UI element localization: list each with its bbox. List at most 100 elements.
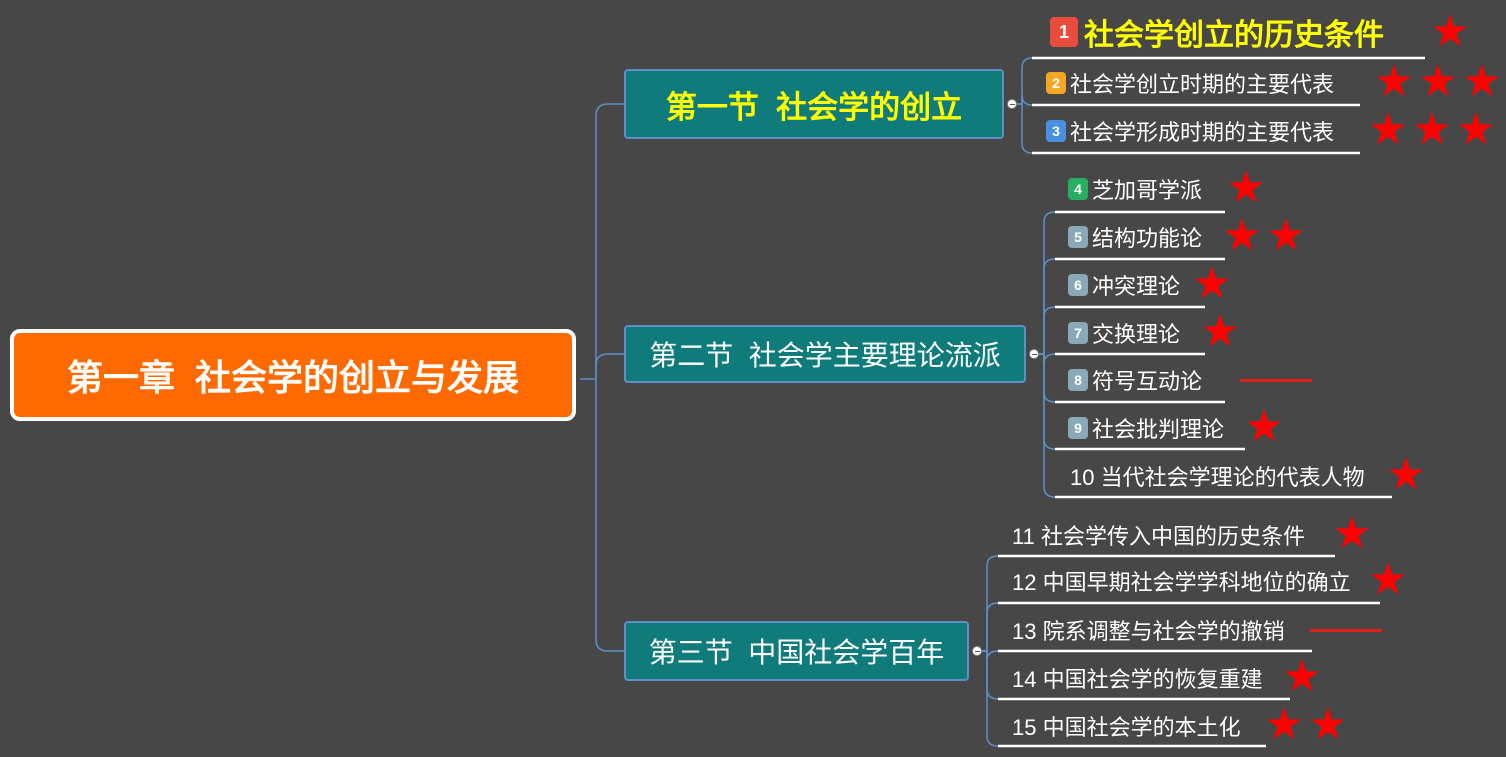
topic-label: 社会学形成时期的主要代表 bbox=[1070, 120, 1335, 145]
priority-badge: 4 bbox=[1068, 178, 1088, 200]
star-icon: ★ bbox=[1462, 57, 1502, 106]
topic-label: 15 中国社会学的本土化 bbox=[1012, 715, 1241, 740]
priority-badge: 5 bbox=[1068, 226, 1088, 248]
importance-rating: ★★ bbox=[1220, 214, 1308, 258]
topic-label: 社会学创立时期的主要代表 bbox=[1070, 72, 1335, 97]
topic-item-15[interactable]: 15 中国社会学的本土化 bbox=[1012, 711, 1241, 741]
branch-line-section-3 bbox=[595, 379, 624, 652]
star-icon: ★ bbox=[1266, 211, 1306, 260]
importance-rating: ★ bbox=[1242, 405, 1286, 449]
branch-line-section-2 bbox=[595, 353, 624, 379]
priority-badge: 6 bbox=[1068, 274, 1088, 296]
branch-line-item-3 bbox=[1017, 103, 1033, 154]
topic-label: 12 中国早期社会学学科地位的确立 bbox=[1012, 570, 1351, 595]
root-topic[interactable]: 第一章 社会学的创立与发展 bbox=[10, 329, 576, 421]
importance-rating: ★ bbox=[1190, 262, 1234, 306]
section-1-topic[interactable]: 第一节 社会学的创立 bbox=[624, 69, 1004, 139]
topic-label: 符号互动论 bbox=[1092, 369, 1203, 394]
importance-rating: ★★★ bbox=[1372, 60, 1504, 104]
topic-label: 社会学创立的历史条件 bbox=[1084, 19, 1384, 52]
priority-badge: 2 bbox=[1046, 72, 1066, 94]
topic-label: 冲突理论 bbox=[1092, 274, 1181, 299]
importance-rating: ★★ bbox=[1262, 703, 1350, 747]
branch-line-item-1 bbox=[1017, 57, 1033, 105]
star-icon: ★ bbox=[1374, 57, 1414, 106]
star-icon: ★ bbox=[1244, 402, 1284, 451]
branch-line-section-1 bbox=[595, 103, 624, 379]
topic-label: 14 中国社会学的恢复重建 bbox=[1012, 667, 1263, 692]
topic-label: 10 当代社会学理论的代表人物 bbox=[1070, 465, 1365, 490]
branch-line-item-14 bbox=[982, 650, 999, 700]
importance-rating: ★ bbox=[1384, 453, 1428, 497]
priority-badge: 8 bbox=[1068, 369, 1088, 391]
topic-item-10[interactable]: 10 当代社会学理论的代表人物 bbox=[1070, 461, 1365, 491]
topic-item-12[interactable]: 12 中国早期社会学学科地位的确立 bbox=[1012, 566, 1351, 596]
collapse-toggle-section-1[interactable] bbox=[1007, 99, 1017, 109]
collapse-toggle-section-3[interactable] bbox=[972, 646, 982, 656]
branch-line-item-2 bbox=[1017, 94, 1033, 106]
topic-item-14[interactable]: 14 中国社会学的恢复重建 bbox=[1012, 663, 1263, 693]
dash-mark bbox=[1240, 379, 1312, 382]
star-icon: ★ bbox=[1368, 555, 1408, 604]
priority-badge: 7 bbox=[1068, 322, 1088, 344]
branch-line-item-10 bbox=[1039, 353, 1056, 498]
branch-line-item-6 bbox=[1039, 306, 1056, 355]
topic-label: 社会批判理论 bbox=[1092, 417, 1225, 442]
branch-line-item-15 bbox=[982, 650, 999, 747]
importance-rating: ★ bbox=[1198, 310, 1242, 354]
star-icon: ★ bbox=[1264, 700, 1304, 749]
topic-label: 13 院系调整与社会学的撤销 bbox=[1012, 619, 1285, 644]
collapse-toggle-section-2[interactable] bbox=[1029, 349, 1039, 359]
importance-rating bbox=[1310, 629, 1382, 632]
star-icon: ★ bbox=[1430, 7, 1470, 56]
star-icon: ★ bbox=[1200, 307, 1240, 356]
topic-label: 芝加哥学派 bbox=[1092, 178, 1203, 203]
star-icon: ★ bbox=[1332, 509, 1372, 558]
priority-badge: 1 bbox=[1050, 17, 1078, 47]
topic-item-13[interactable]: 13 院系调整与社会学的撤销 bbox=[1012, 615, 1285, 645]
branch-line-item-5 bbox=[1039, 258, 1056, 355]
importance-rating: ★★★ bbox=[1366, 108, 1498, 152]
importance-rating: ★ bbox=[1428, 10, 1472, 54]
priority-badge: 9 bbox=[1068, 417, 1088, 439]
importance-rating: ★ bbox=[1280, 655, 1324, 699]
star-icon: ★ bbox=[1368, 105, 1408, 154]
topic-label: 交换理论 bbox=[1092, 322, 1181, 347]
branch-line-item-4 bbox=[1039, 211, 1056, 355]
priority-badge: 3 bbox=[1046, 120, 1066, 142]
star-icon: ★ bbox=[1226, 163, 1266, 212]
branch-line-item-11 bbox=[982, 555, 999, 652]
star-icon: ★ bbox=[1418, 57, 1458, 106]
star-icon: ★ bbox=[1192, 259, 1232, 308]
branch-line-item-8 bbox=[1039, 353, 1056, 403]
topic-label: 11 社会学传入中国的历史条件 bbox=[1012, 524, 1305, 549]
importance-rating bbox=[1240, 379, 1312, 382]
star-icon: ★ bbox=[1412, 105, 1452, 154]
topic-item-11[interactable]: 11 社会学传入中国的历史条件 bbox=[1012, 520, 1305, 550]
star-icon: ★ bbox=[1282, 652, 1322, 701]
importance-rating: ★ bbox=[1366, 558, 1410, 602]
section-3-topic[interactable]: 第三节 中国社会学百年 bbox=[624, 621, 969, 681]
importance-rating: ★ bbox=[1330, 512, 1374, 556]
star-icon: ★ bbox=[1386, 450, 1426, 499]
branch-line-item-13 bbox=[982, 650, 999, 662]
section-2-topic[interactable]: 第二节 社会学主要理论流派 bbox=[624, 325, 1026, 383]
branch-line-item-12 bbox=[982, 602, 999, 652]
star-icon: ★ bbox=[1456, 105, 1496, 154]
star-icon: ★ bbox=[1222, 211, 1262, 260]
dash-mark bbox=[1310, 629, 1382, 632]
topic-label: 结构功能论 bbox=[1092, 226, 1203, 251]
star-icon: ★ bbox=[1308, 700, 1348, 749]
importance-rating: ★ bbox=[1224, 166, 1268, 210]
